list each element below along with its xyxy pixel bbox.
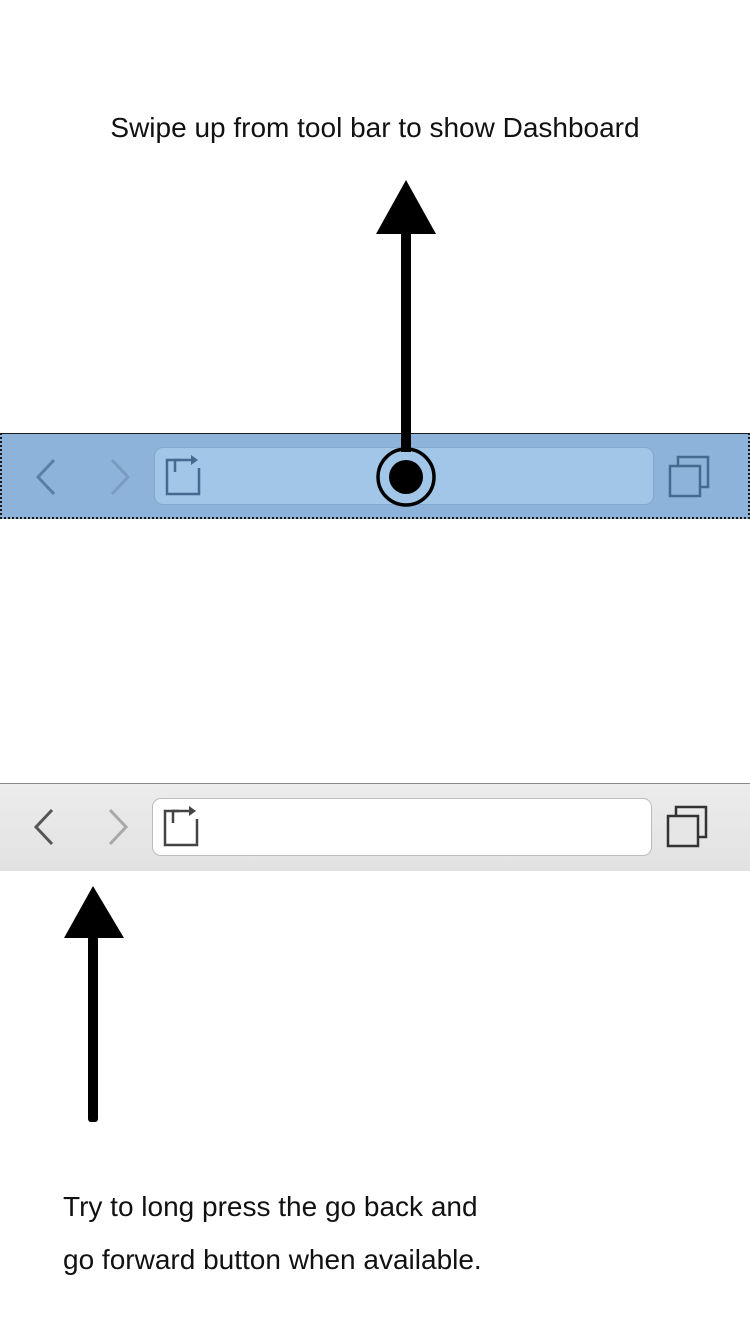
long-press-tip-line2: go forward button when available. xyxy=(63,1244,482,1275)
tabs-button[interactable] xyxy=(666,454,714,502)
tabs-icon xyxy=(666,805,708,848)
share-icon xyxy=(165,455,201,496)
back-button-normal[interactable] xyxy=(26,804,66,850)
long-press-tip: Try to long press the go back and go for… xyxy=(63,1180,703,1286)
share-button[interactable] xyxy=(163,454,203,498)
share-button-normal[interactable] xyxy=(161,805,201,849)
share-icon xyxy=(163,806,199,847)
chevron-right-icon xyxy=(108,808,129,846)
toolbar-normal[interactable] xyxy=(0,783,750,871)
swipe-up-arrow xyxy=(376,180,436,507)
chevron-left-icon xyxy=(33,808,54,846)
chevron-right-icon xyxy=(110,458,131,496)
swipe-up-tip: Swipe up from tool bar to show Dashboard xyxy=(110,112,640,143)
back-button[interactable] xyxy=(28,454,68,500)
chevron-left-icon xyxy=(35,458,56,496)
forward-button-normal[interactable] xyxy=(98,804,138,850)
long-press-tip-line1: Try to long press the go back and xyxy=(63,1191,478,1222)
tabs-icon xyxy=(668,455,710,498)
long-press-arrow xyxy=(64,886,124,1122)
address-field-normal[interactable] xyxy=(152,798,652,856)
forward-button[interactable] xyxy=(100,454,140,500)
tabs-button-normal[interactable] xyxy=(664,804,712,852)
